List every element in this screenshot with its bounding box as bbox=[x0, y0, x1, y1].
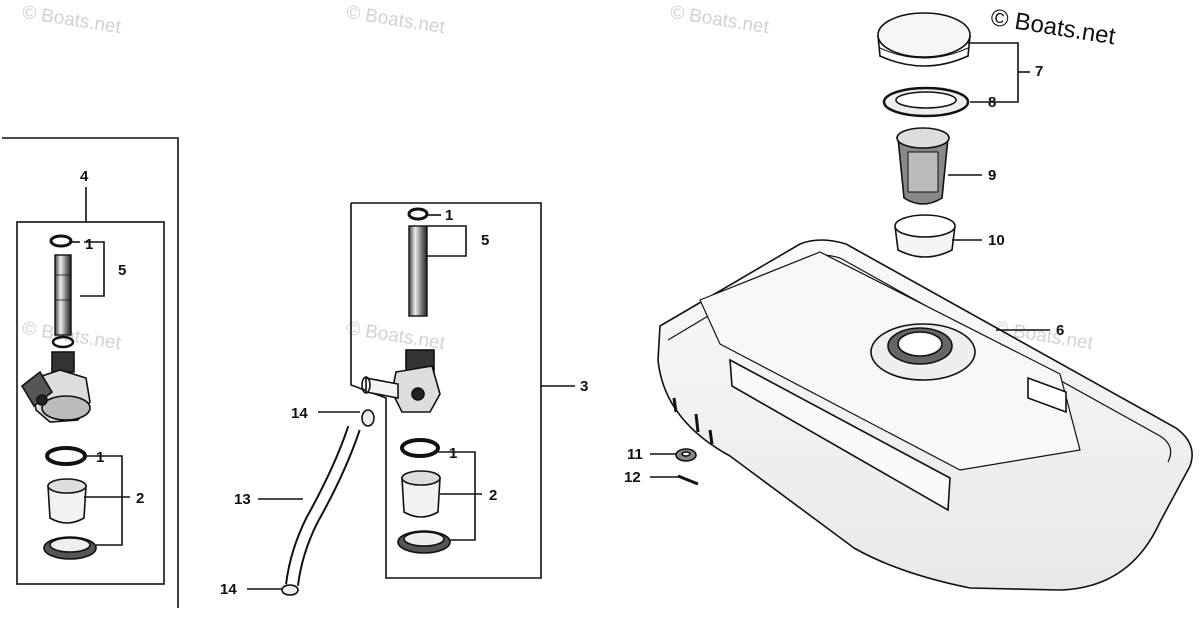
callout-7: 7 bbox=[1035, 63, 1044, 80]
left-washer bbox=[49, 234, 73, 248]
callout-3: 3 bbox=[580, 378, 589, 395]
fuel-tank bbox=[657, 239, 1193, 591]
callout-13: 13 bbox=[234, 491, 251, 508]
center-fuel-cup bbox=[401, 477, 441, 518]
center-assembly-frame bbox=[350, 202, 542, 579]
callout-9: 9 bbox=[988, 167, 997, 184]
tube-clip-top bbox=[361, 409, 375, 427]
callout-11: 11 bbox=[627, 446, 643, 463]
callout-5: 5 bbox=[481, 232, 490, 249]
callout-4: 4 bbox=[80, 168, 89, 185]
tank-bolt bbox=[677, 474, 699, 486]
tube-clip-bottom bbox=[281, 584, 299, 596]
left-assembly-frame bbox=[16, 221, 165, 585]
callout-1: 1 bbox=[85, 236, 94, 253]
filter-holder bbox=[894, 214, 956, 258]
callout-5: 5 bbox=[118, 262, 127, 279]
center-fuel-cock-body bbox=[361, 349, 441, 413]
callout-8: 8 bbox=[988, 94, 997, 111]
left-fuel-cock-body bbox=[20, 351, 91, 423]
left-fuel-cup bbox=[47, 485, 87, 524]
callout-2: 2 bbox=[489, 487, 498, 504]
fuel-filter bbox=[896, 127, 950, 205]
left-group-frame bbox=[2, 137, 179, 608]
callout-1: 1 bbox=[445, 207, 454, 224]
callout-14: 14 bbox=[220, 581, 237, 598]
filler-cap bbox=[877, 12, 971, 67]
center-strainer-screen bbox=[408, 225, 428, 317]
callout-1: 1 bbox=[96, 449, 105, 466]
callout-6: 6 bbox=[1056, 322, 1065, 339]
callout-10: 10 bbox=[988, 232, 1005, 249]
center-top-washer bbox=[407, 207, 429, 221]
left-strainer-screen bbox=[54, 254, 72, 336]
left-lower-washer bbox=[45, 446, 87, 466]
callout-1: 1 bbox=[449, 445, 458, 462]
callout-14: 14 bbox=[291, 405, 308, 422]
callout-12: 12 bbox=[624, 469, 641, 486]
center-lower-washer bbox=[400, 438, 440, 458]
callout-2: 2 bbox=[136, 490, 145, 507]
